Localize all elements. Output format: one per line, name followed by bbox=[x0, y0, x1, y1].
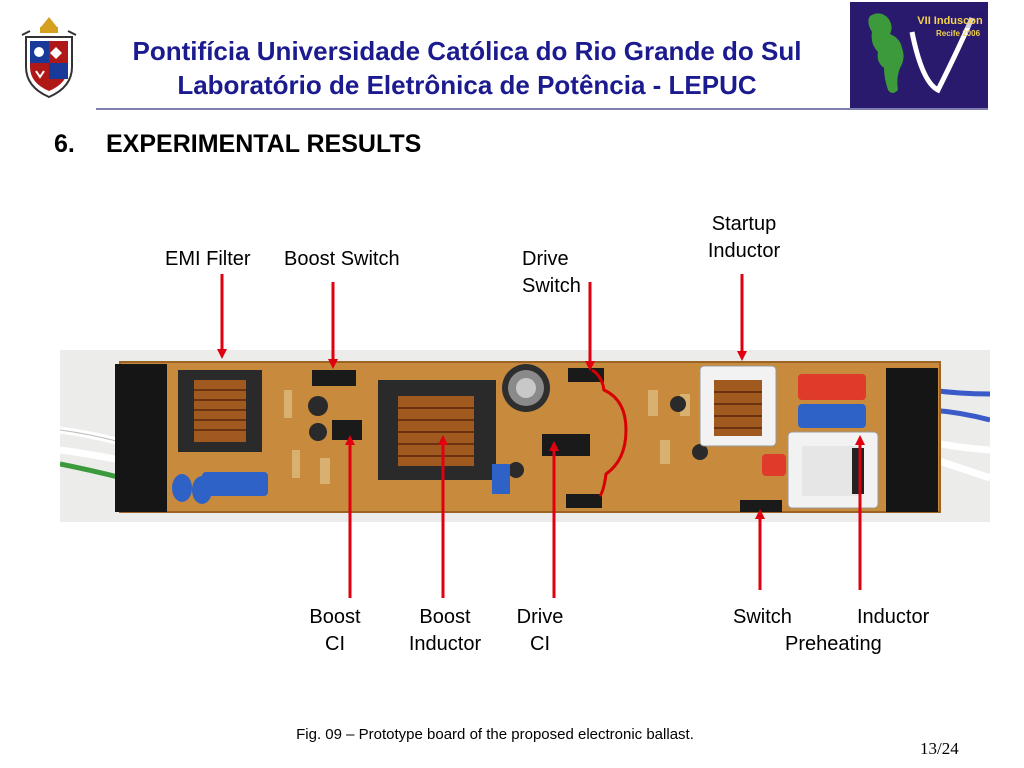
figure-caption: Fig. 09 – Prototype board of the propose… bbox=[296, 726, 694, 743]
header-title-line1: Pontifícia Universidade Católica do Rio … bbox=[132, 36, 802, 66]
logo-text-line1: VII Induscon bbox=[917, 15, 983, 27]
label-drive-switch: Drive Switch bbox=[522, 246, 581, 300]
label-startup-line2: Inductor bbox=[707, 240, 781, 262]
label-drive-ci-line1: Drive bbox=[516, 606, 564, 628]
label-boost-switch: Boost Switch bbox=[284, 248, 400, 270]
section-heading: 6. EXPERIMENTAL RESULTS bbox=[54, 130, 421, 159]
label-drive-switch-line1: Drive bbox=[522, 248, 569, 270]
section-title: EXPERIMENTAL RESULTS bbox=[106, 130, 422, 158]
label-boost-ci: Boost CI bbox=[295, 604, 375, 658]
header-title-line2: Laboratório de Eletrônica de Potência - … bbox=[177, 70, 757, 100]
label-drive-ci: Drive CI bbox=[502, 604, 578, 658]
label-preheating: Preheating bbox=[785, 633, 882, 655]
page-number: 13/24 bbox=[920, 739, 959, 758]
label-emi-filter: EMI Filter bbox=[165, 248, 251, 270]
header-divider bbox=[96, 108, 988, 110]
label-boost-ci-line2: CI bbox=[325, 633, 345, 655]
label-boost-inductor-line2: Inductor bbox=[408, 633, 482, 655]
logo-text-line2: Recife 2006 bbox=[936, 29, 981, 38]
label-startup-line1: Startup bbox=[711, 213, 777, 235]
label-switch: Switch bbox=[733, 606, 792, 628]
label-boost-inductor: Boost Inductor bbox=[395, 604, 495, 658]
section-number: 6. bbox=[54, 130, 75, 158]
label-startup-inductor: Startup Inductor bbox=[694, 211, 794, 265]
induscon-logo-icon: VII Induscon Recife 2006 bbox=[850, 2, 988, 110]
label-boost-ci-line1: Boost bbox=[309, 606, 361, 628]
prototype-board-photo bbox=[59, 350, 992, 522]
label-drive-ci-line2: CI bbox=[530, 633, 550, 655]
label-boost-inductor-line1: Boost bbox=[419, 606, 471, 628]
label-drive-switch-line2: Switch bbox=[522, 275, 581, 297]
label-inductor: Inductor bbox=[857, 606, 930, 628]
university-crest-icon bbox=[20, 15, 78, 103]
